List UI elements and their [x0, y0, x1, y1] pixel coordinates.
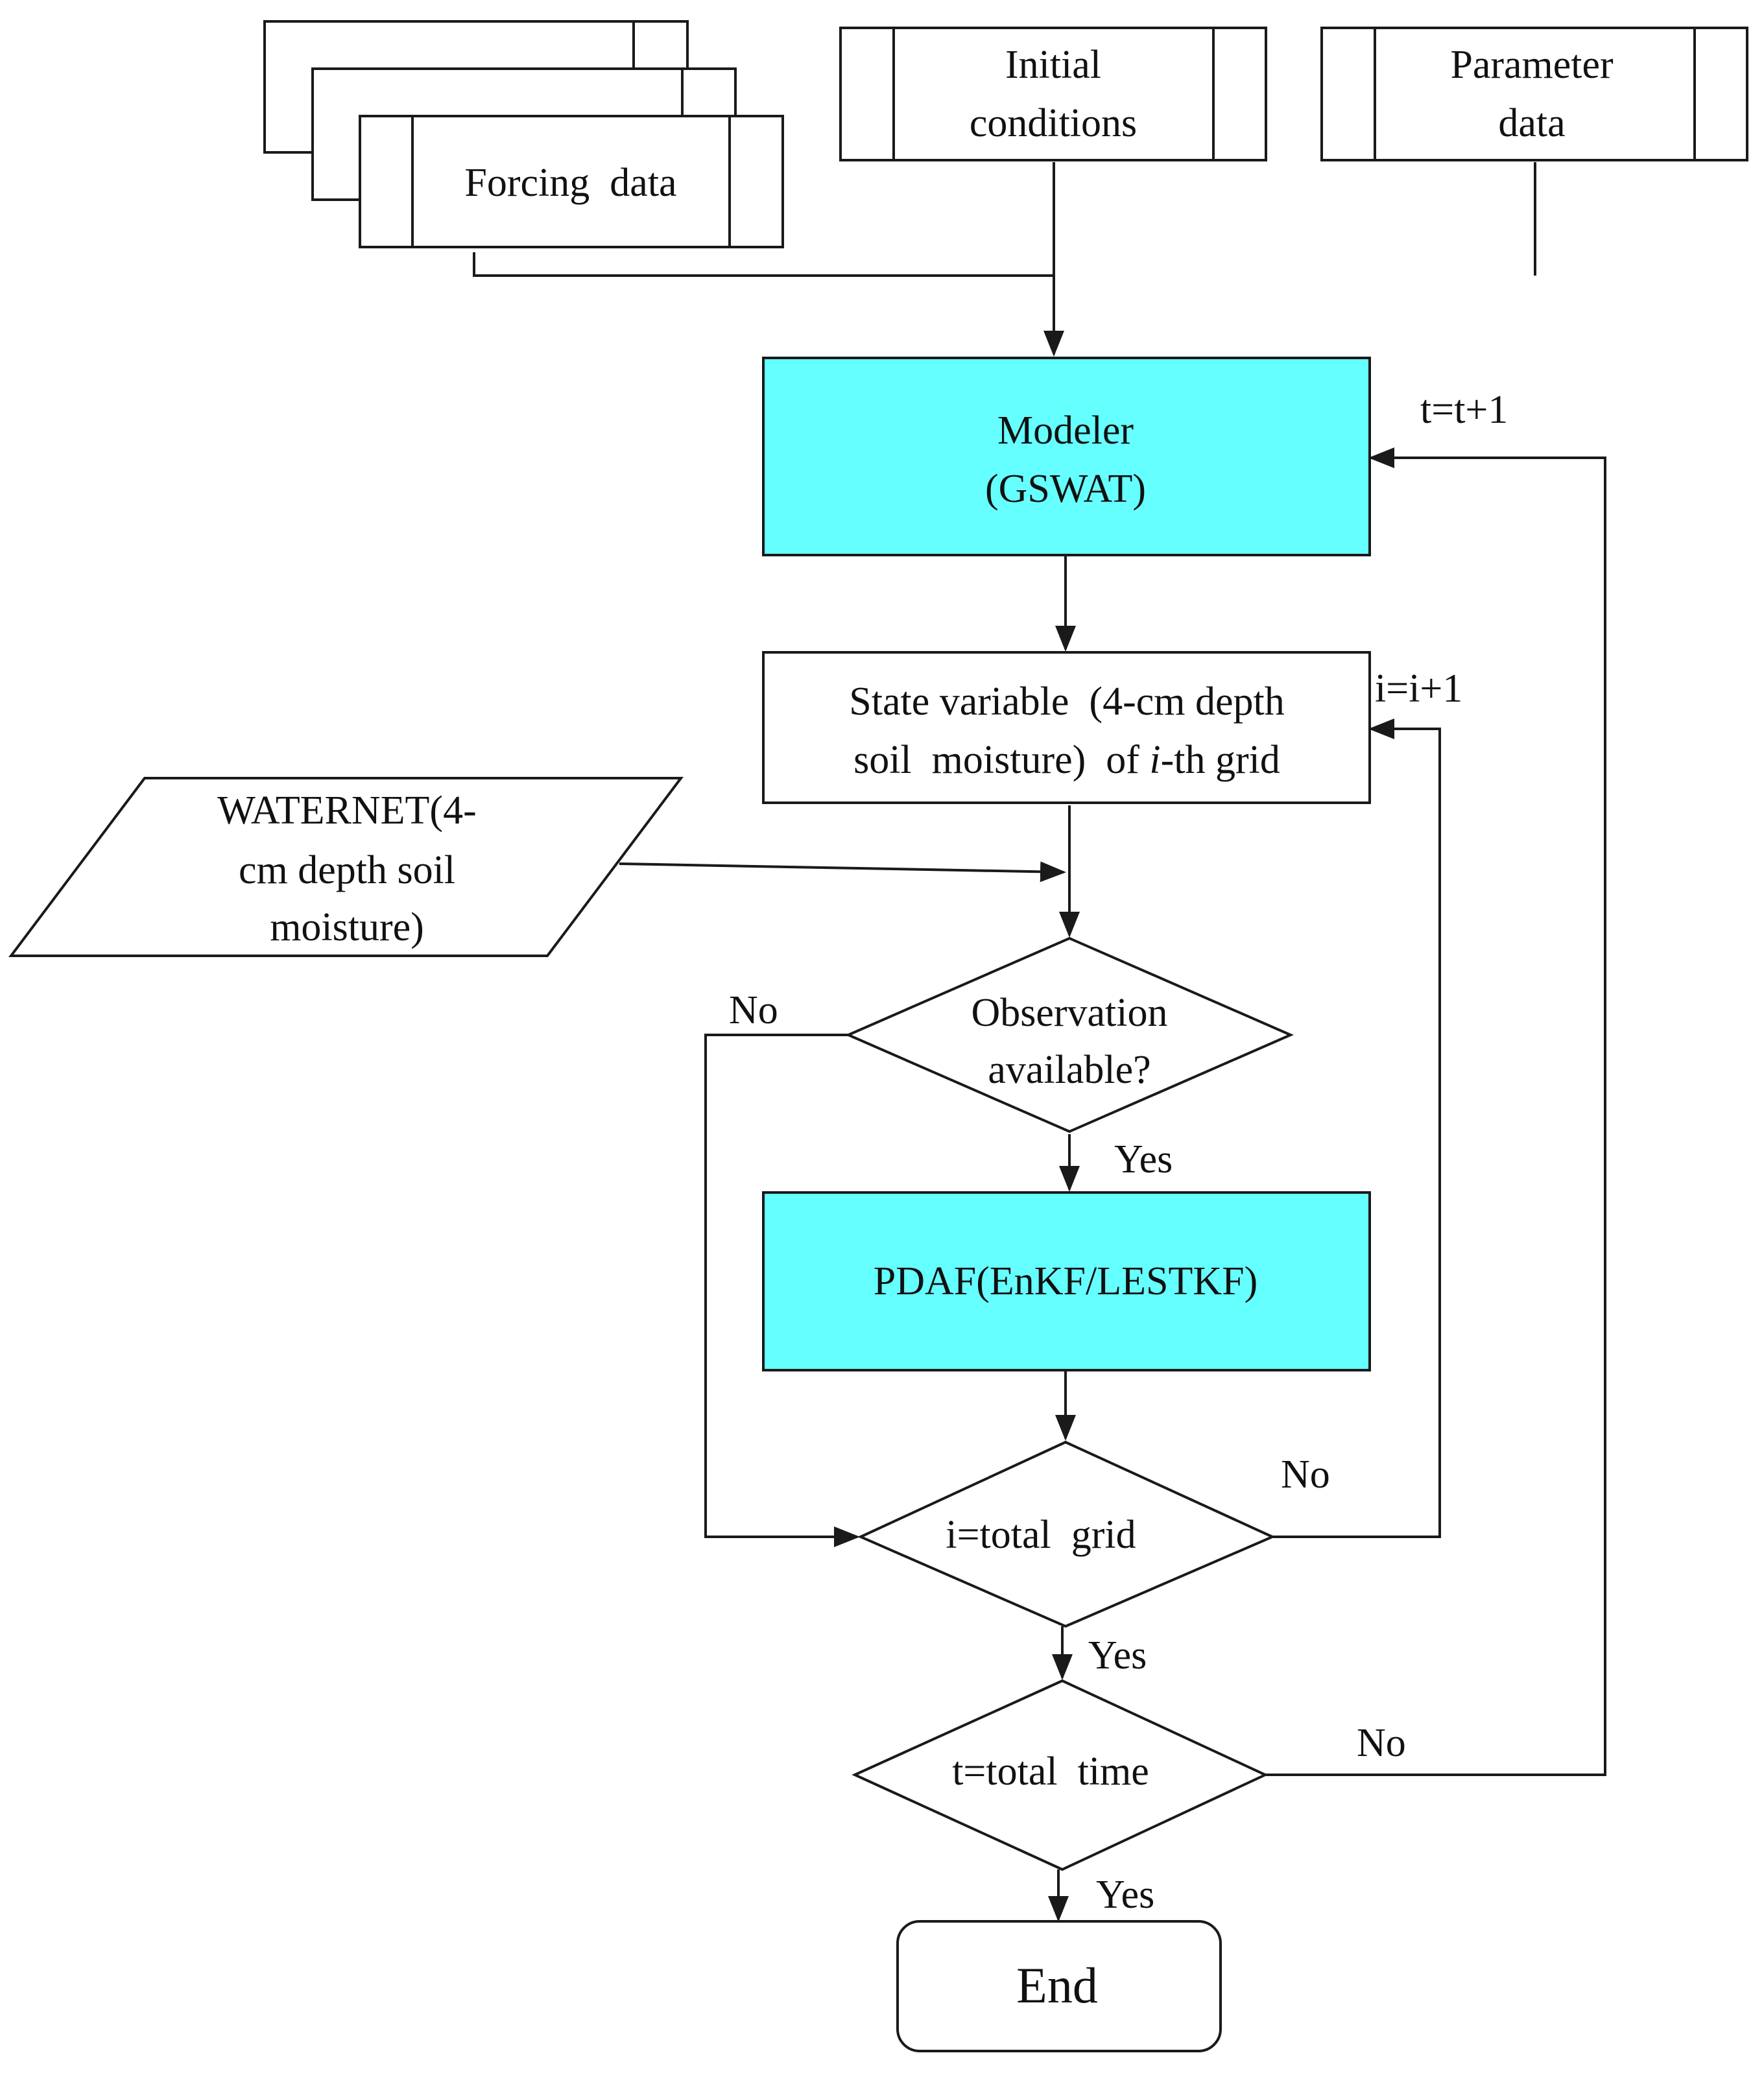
initial-conditions-line-1: Initial [1005, 43, 1101, 87]
modeler-line-2: (GSWAT) [985, 467, 1146, 511]
time-diamond [852, 1679, 1269, 1871]
time-decision: t=total time [852, 1679, 1269, 1871]
waternet-line-3: moisture) [270, 905, 424, 949]
time-no-loop-arrow [1265, 447, 1606, 1776]
state-variable-line-1: State variable (4-cm depth [849, 680, 1284, 724]
modeler-line-1: Modeler [997, 409, 1134, 453]
observation-line-1: Observation [971, 991, 1167, 1035]
observation-decision: Observation available? [845, 936, 1294, 1133]
end-frame [896, 1920, 1222, 2052]
parameter-data-frame [1320, 27, 1748, 161]
parameter-data-box: Parameter data [1320, 27, 1748, 161]
state-variable-frame [762, 651, 1371, 804]
pdaf-box: PDAF(EnKF/LESTKF) [762, 1191, 1371, 1371]
grid-decision: i=total grid [857, 1440, 1276, 1628]
waternet-line-1: WATERNET(4- [217, 789, 476, 833]
initial-conditions-line-2: conditions [970, 101, 1137, 145]
observation-line-2: available? [988, 1048, 1150, 1092]
end-terminator: End [896, 1920, 1222, 2052]
state-variable-box: State variable (4-cm depth soil moisture… [762, 651, 1371, 804]
grid-no-loop-arrow [1272, 718, 1441, 1538]
state-variable-line-2: soil moisture) of i-th grid [853, 738, 1280, 782]
grid-no-label: No [1281, 1453, 1330, 1497]
time-yes-label: Yes [1096, 1873, 1154, 1917]
observation-no-label: No [729, 988, 778, 1032]
grid-yes-label: Yes [1088, 1633, 1147, 1678]
connectors [473, 162, 1606, 1922]
pdaf-frame [762, 1191, 1371, 1371]
grid-diamond [857, 1440, 1276, 1628]
waternet-data-shape: WATERNET(4- cm depth soil moisture) [8, 777, 684, 957]
time-no-label: No [1357, 1721, 1406, 1765]
parameter-data-line-1: Parameter [1450, 43, 1614, 87]
forcing-data-label: Forcing data [464, 161, 676, 205]
modeler-box: Modeler (GSWAT) [762, 357, 1371, 556]
forcing-data-front-card [359, 115, 784, 248]
initial-conditions-box: Initial conditions [839, 27, 1267, 161]
parameter-data-line-2: data [1498, 101, 1565, 145]
edge-labels: t=t+1 i=i+1 No Yes No Yes No Yes [729, 388, 1508, 1917]
forcing-to-merge-line [473, 252, 1054, 277]
observation-yes-label: Yes [1114, 1137, 1173, 1181]
initial-conditions-frame [839, 27, 1267, 161]
t-increment-label: t=t+1 [1420, 388, 1508, 432]
waternet-to-flow-arrow [619, 861, 1066, 883]
i-increment-label: i=i+1 [1375, 667, 1462, 711]
end-label: End [1016, 1957, 1098, 2013]
grid-label: i=total grid [946, 1513, 1136, 1557]
observation-no-arrow [704, 1034, 860, 1547]
pdaf-label: PDAF(EnKF/LESTKF) [874, 1259, 1258, 1303]
waternet-line-2: cm depth soil [239, 848, 455, 892]
forcing-data-stack: Forcing data [263, 20, 784, 248]
observation-diamond [845, 936, 1294, 1133]
modeler-frame [762, 357, 1371, 556]
time-label: t=total time [952, 1750, 1149, 1794]
waternet-parallelogram [8, 777, 684, 957]
